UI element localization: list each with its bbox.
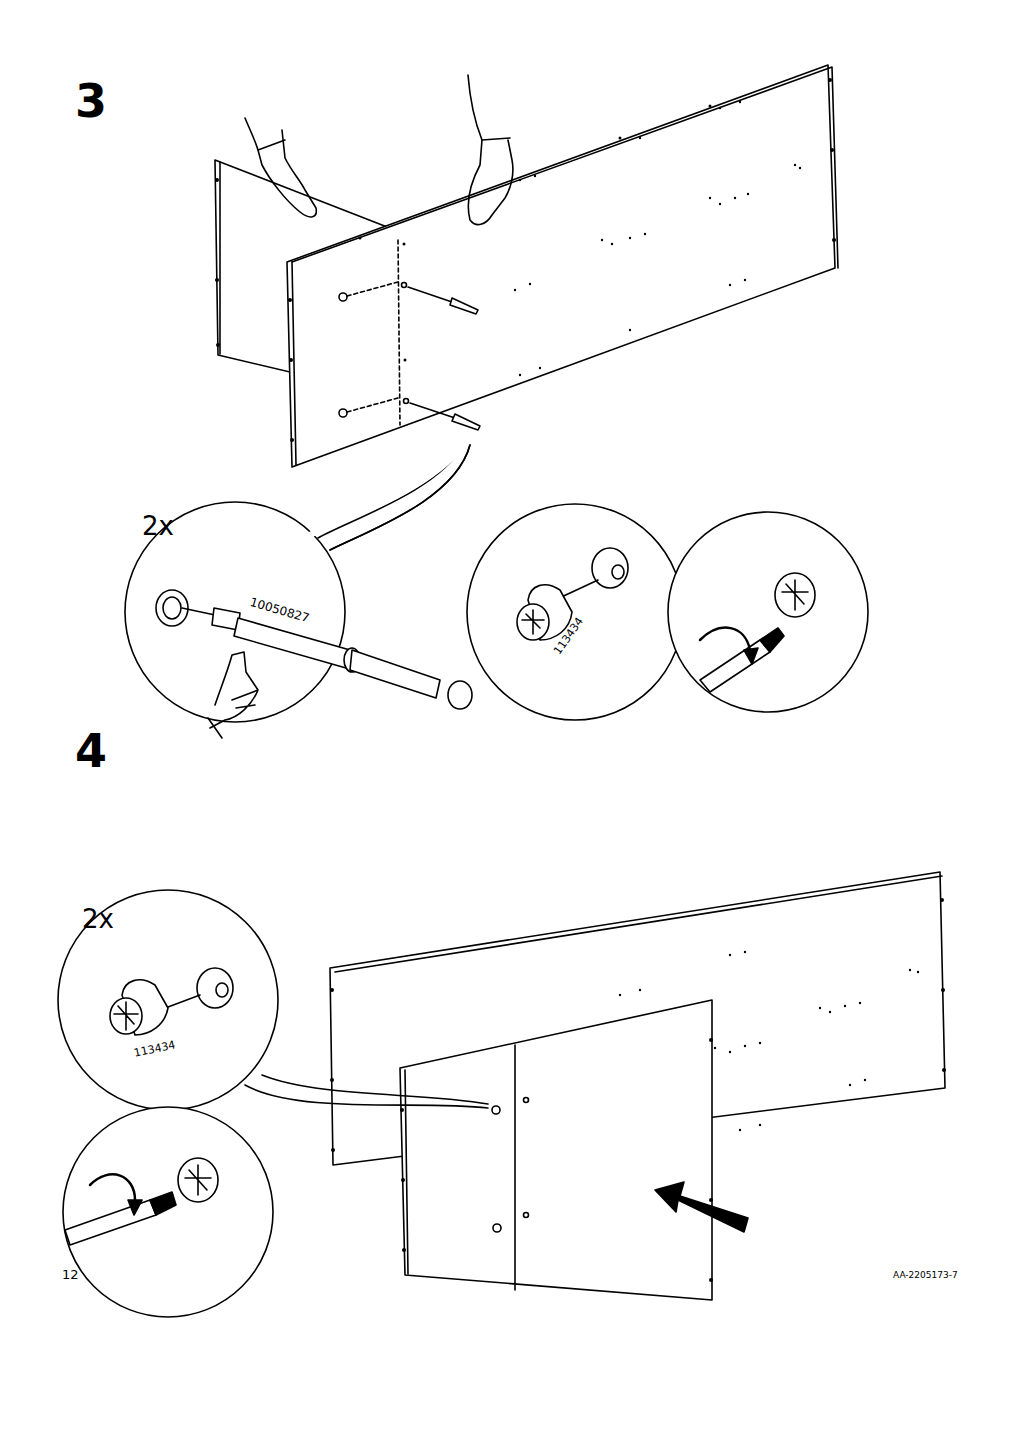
step4-panels	[330, 872, 946, 1300]
quantity-label: 2x	[82, 906, 114, 932]
quantity-label: 2x	[142, 513, 174, 539]
step3-panels	[215, 65, 838, 467]
document-id: AA-2205173-7	[893, 1271, 958, 1280]
step4-callouts	[58, 890, 488, 1317]
step-number: 4	[75, 728, 107, 774]
step-number: 3	[75, 78, 107, 124]
page-number: 12	[62, 1268, 79, 1281]
step3-callouts	[125, 445, 868, 738]
